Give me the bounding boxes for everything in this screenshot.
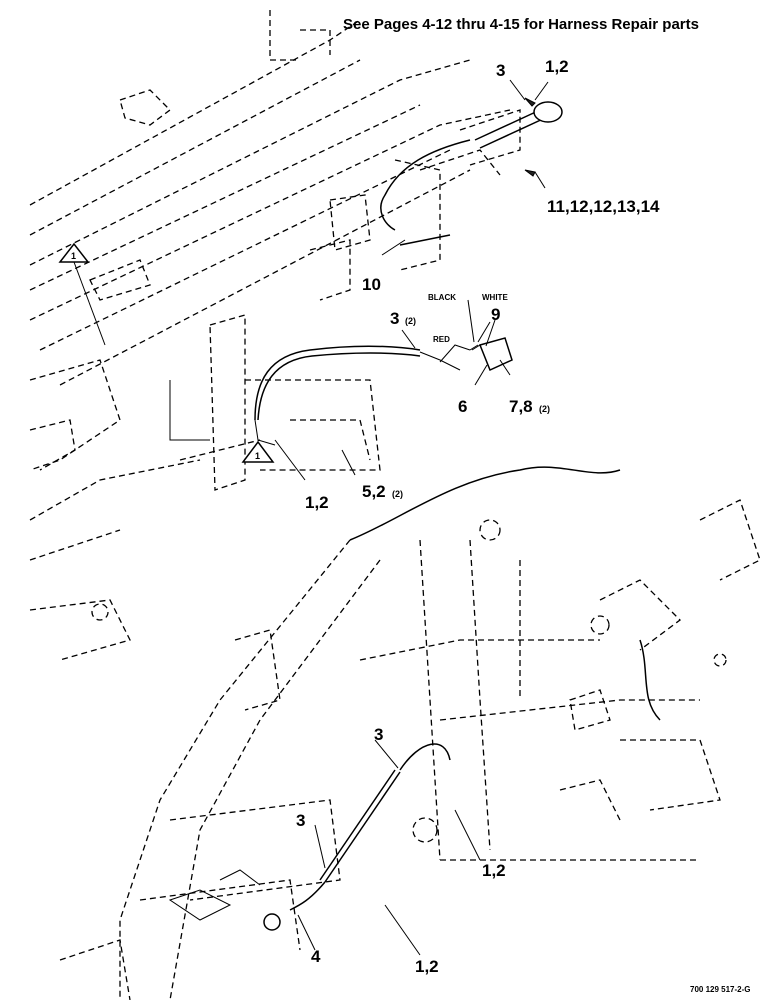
callout-1-2-top: 1,2 — [545, 57, 569, 76]
wire-label-white: WHITE — [482, 293, 508, 302]
callout-6: 6 — [458, 397, 467, 416]
callout-labels: 3 1,2 11,12,12,13,14 10 3 (2) BLACK WHIT… — [296, 57, 660, 976]
harness-repair-note: See Pages 4-12 thru 4-15 for Harness Rep… — [343, 16, 699, 33]
callout-1-2-mid: 1,2 — [305, 493, 329, 512]
callout-10: 10 — [362, 275, 381, 294]
note-triangle-b: 1 — [241, 440, 275, 463]
harness-cable-mid — [254, 337, 513, 446]
wire-label-red: RED — [433, 335, 450, 344]
mounting-bracket-phantom — [169, 314, 381, 491]
callout-7-8: 7,8 — [509, 397, 533, 416]
note-1-label: 1 — [71, 251, 76, 261]
callout-3-mid: 3 — [390, 309, 399, 328]
callout-11-12-13-14: 11,12,12,13,14 — [547, 197, 660, 216]
upper-frame-phantom — [29, 10, 521, 471]
callout-1-2-lower-b: 1,2 — [415, 957, 439, 976]
leader-lines — [274, 79, 549, 956]
note-1-label: 1 — [255, 451, 260, 461]
harness-cable-lower — [168, 743, 451, 931]
wire-label-black: BLACK — [428, 293, 456, 302]
callout-3-lower-a: 3 — [374, 725, 383, 744]
drawing-number: 700 129 517-2-G — [690, 985, 751, 994]
callout-5-2-qty: (2) — [392, 489, 403, 499]
callout-3-top: 3 — [496, 61, 505, 80]
callout-4: 4 — [311, 947, 321, 966]
callout-1-2-lower-a: 1,2 — [482, 861, 506, 880]
lower-chassis-phantom — [29, 459, 761, 1001]
callout-5-2: 5,2 — [362, 482, 386, 501]
callout-7-8-qty: (2) — [539, 404, 550, 414]
sensor-assembly-top — [380, 97, 563, 246]
callout-9: 9 — [491, 305, 500, 324]
callout-3-mid-qty: (2) — [405, 316, 416, 326]
note-triangle-a: 1 — [58, 242, 106, 346]
callout-3-lower-b: 3 — [296, 811, 305, 830]
